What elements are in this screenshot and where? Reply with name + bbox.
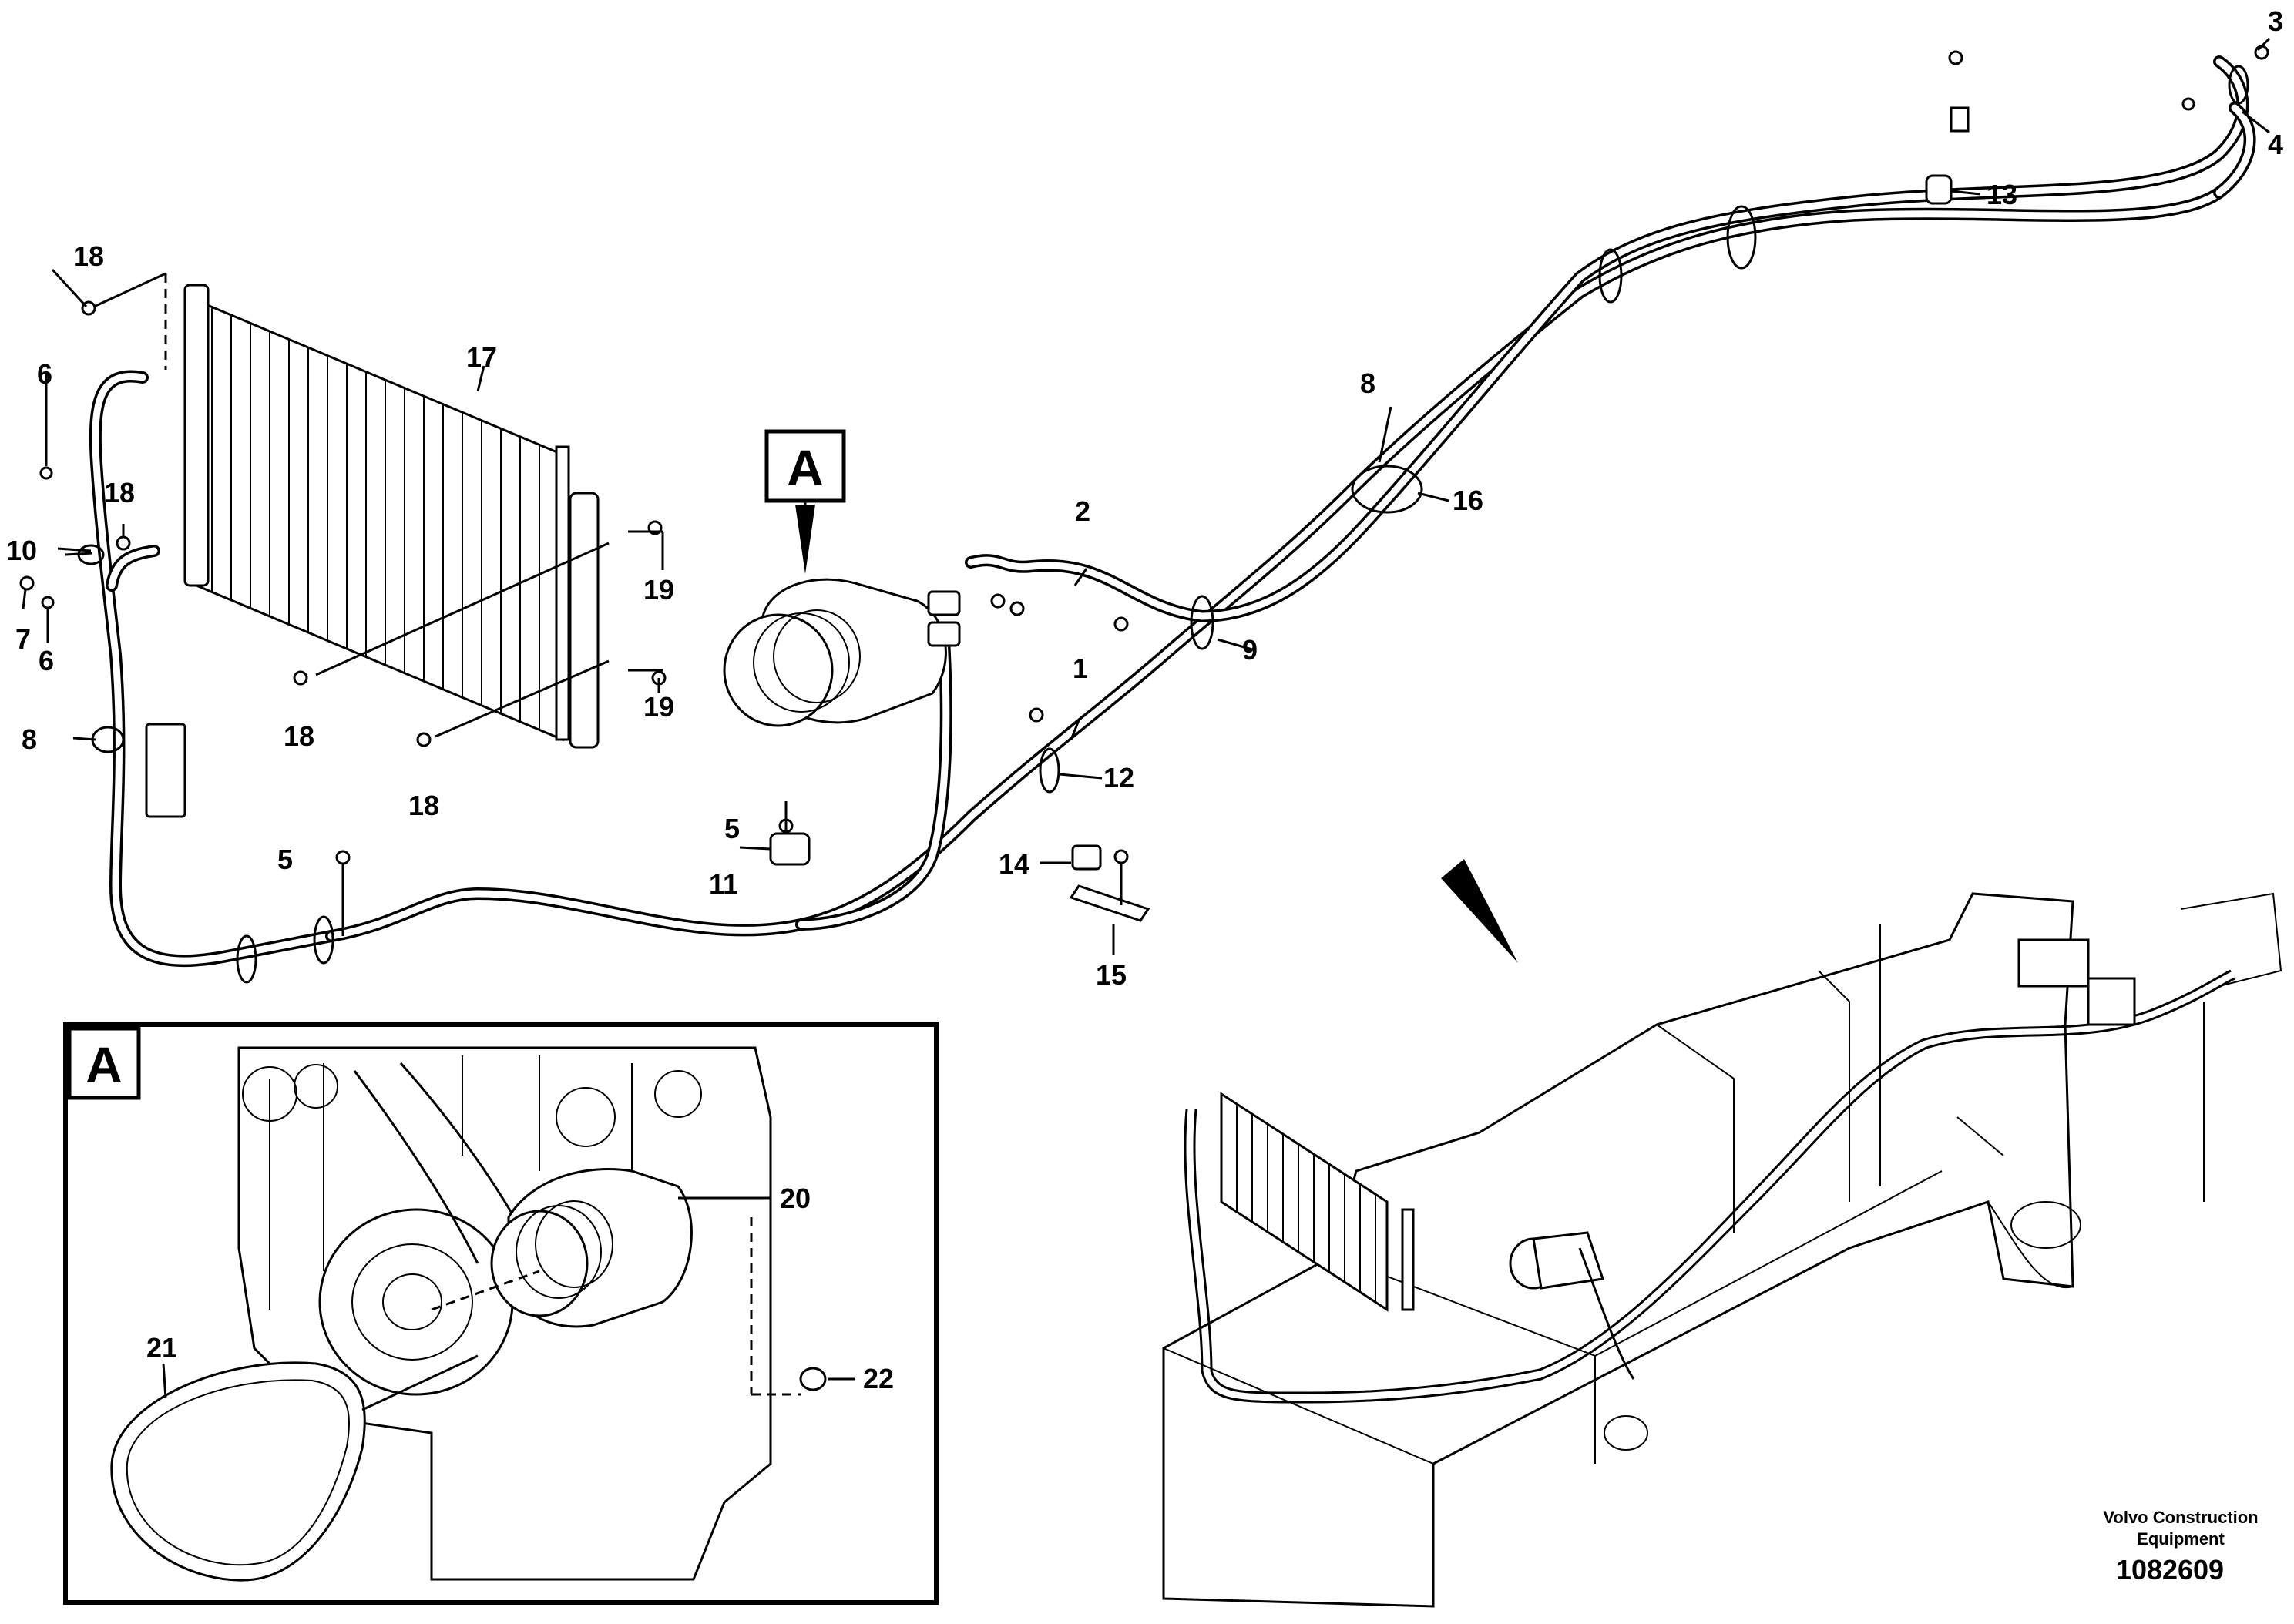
callout-16: 16: [1453, 485, 1483, 516]
detail-a-label: A: [787, 439, 824, 496]
inset-a: A: [63, 1022, 939, 1605]
callout-6b: 6: [39, 645, 54, 676]
callout-12: 12: [1103, 762, 1134, 794]
machine-frame: [1162, 892, 2282, 1608]
callout-17: 17: [466, 341, 497, 373]
callout-5b: 5: [724, 813, 740, 844]
clips: [77, 65, 2249, 984]
callout-4: 4: [2268, 129, 2283, 160]
callout-5a: 5: [277, 844, 293, 875]
callout-22: 22: [863, 1363, 894, 1394]
inset-a-label: A: [86, 1036, 123, 1093]
callout-15: 15: [1096, 959, 1127, 991]
compressor-hose: [795, 633, 952, 931]
condenser: [183, 284, 600, 749]
callout-7: 7: [15, 623, 31, 655]
callout-19b: 19: [643, 691, 674, 723]
callout-2: 2: [1075, 495, 1090, 527]
callout-13: 13: [1987, 179, 2017, 210]
callout-18c: 18: [284, 720, 314, 752]
callout-20: 20: [780, 1183, 811, 1214]
hose-1: [325, 186, 2225, 942]
detail-a-marker: A: [764, 429, 846, 574]
callout-10: 10: [6, 535, 37, 566]
callout-14: 14: [999, 848, 1029, 880]
callout-11: 11: [709, 868, 738, 900]
callout-18b: 18: [104, 477, 135, 508]
callout-19a: 19: [643, 574, 674, 606]
callout-21: 21: [146, 1332, 177, 1364]
view-arrow: [1441, 859, 1518, 963]
callout-18a: 18: [73, 240, 104, 272]
callout-1: 1: [1073, 653, 1088, 684]
callout-9: 9: [1242, 634, 1258, 666]
condenser-hose: [89, 370, 338, 968]
callout-3: 3: [2268, 5, 2283, 37]
callout-labels: 1 2 3 4 5 5 6 6 7 8 8 9 10 11 12 13 14 1…: [6, 5, 2283, 1394]
brand-line-1: Volvo Construction: [2103, 1508, 2258, 1527]
callout-6a: 6: [37, 358, 52, 390]
hose-2: [965, 55, 2256, 623]
brand-block: Volvo Construction Equipment 1082609: [2103, 1508, 2258, 1585]
callout-8a: 8: [22, 723, 37, 755]
callout-8b: 8: [1360, 367, 1375, 399]
callout-18d: 18: [408, 790, 439, 821]
drawing-number: 1082609: [2116, 1554, 2224, 1585]
brand-line-2: Equipment: [2137, 1529, 2225, 1549]
bolts: [19, 45, 2269, 865]
compressor: [723, 578, 961, 727]
